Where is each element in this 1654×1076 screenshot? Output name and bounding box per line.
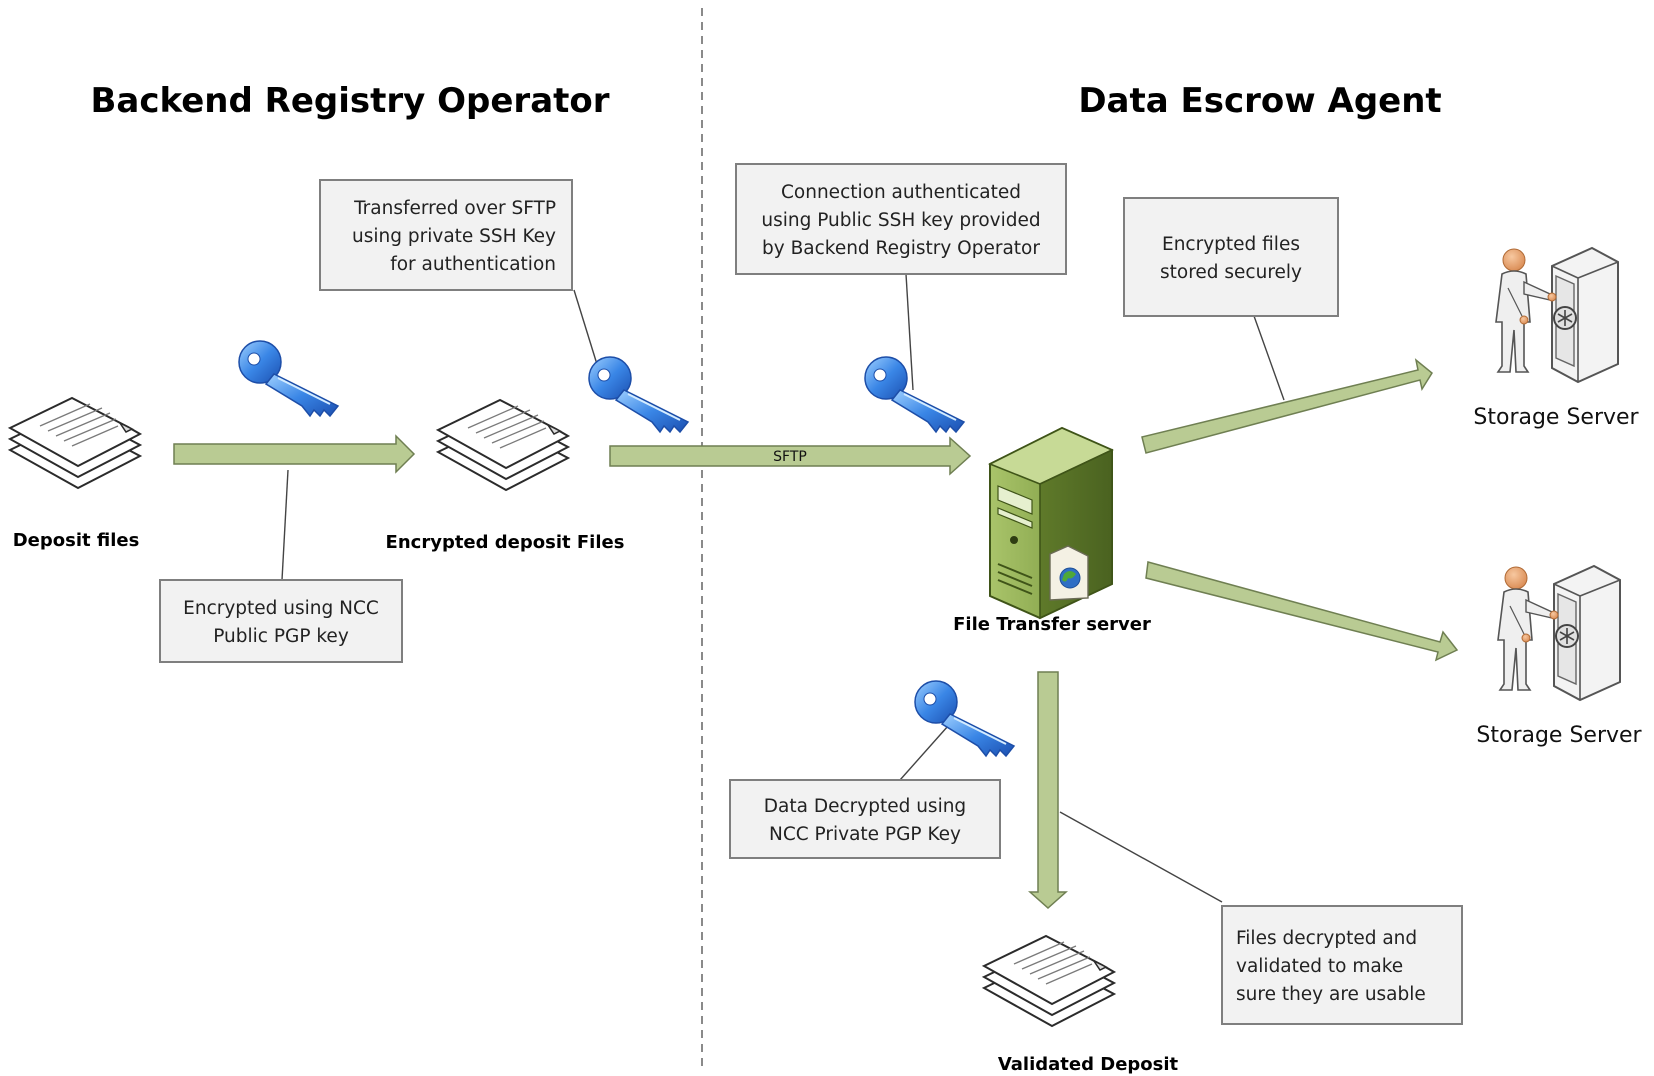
callout-data-decrypted: Data Decrypted using NCC Private PGP Key bbox=[729, 779, 1001, 859]
svg-text:for authentication: for authentication bbox=[390, 254, 556, 275]
svg-text:Data Decrypted using: Data Decrypted using bbox=[764, 796, 966, 817]
key-icon bbox=[864, 356, 965, 433]
arrow-to-validated-deposit bbox=[1028, 671, 1068, 910]
key-icon bbox=[588, 356, 689, 433]
person-at-vault-icon bbox=[1495, 247, 1619, 383]
encrypted-deposit-files-icon bbox=[437, 399, 569, 491]
callout-stored-securely: Encrypted files stored securely bbox=[1123, 197, 1339, 317]
leader-lines bbox=[281, 273, 1285, 903]
sftp-label: SFTP bbox=[773, 449, 807, 465]
svg-text:validated to make: validated to make bbox=[1236, 956, 1403, 977]
callout-transferred-over-sftp: Transferred over SFTP using private SSH … bbox=[319, 179, 573, 291]
svg-text:Transferred over SFTP: Transferred over SFTP bbox=[353, 198, 556, 219]
callout-encrypted-using-ncc: Encrypted using NCC Public PGP key bbox=[159, 579, 403, 663]
arrow-sftp-transfer: SFTP bbox=[609, 436, 972, 476]
svg-text:Connection authenticated: Connection authenticated bbox=[781, 182, 1021, 203]
key-icon bbox=[238, 340, 339, 417]
storage-server-2-label: Storage Server bbox=[1476, 723, 1642, 748]
encrypted-deposit-files-label: Encrypted deposit Files bbox=[386, 532, 625, 553]
deposit-files-label: Deposit files bbox=[13, 530, 140, 551]
arrow-to-storage-server-1 bbox=[1141, 358, 1433, 454]
validated-deposit-label: Validated Deposit bbox=[998, 1054, 1179, 1075]
svg-text:using private SSH Key: using private SSH Key bbox=[352, 226, 556, 247]
heading-data-escrow-agent: Data Escrow Agent bbox=[1078, 81, 1441, 121]
arrow-to-storage-server-2 bbox=[1145, 561, 1459, 662]
svg-text:Files decrypted and: Files decrypted and bbox=[1236, 928, 1417, 949]
heading-backend-registry-operator: Backend Registry Operator bbox=[90, 81, 609, 121]
arrow-deposit-to-encrypted bbox=[173, 434, 416, 474]
storage-server-1-label: Storage Server bbox=[1473, 405, 1639, 430]
deposit-files-icon bbox=[9, 397, 141, 489]
key-icon bbox=[914, 680, 1015, 757]
callout-connection-authenticated: Connection authenticated using Public SS… bbox=[735, 163, 1067, 275]
person-at-vault-icon bbox=[1497, 565, 1621, 701]
svg-text:Public PGP key: Public PGP key bbox=[213, 626, 349, 647]
svg-text:Encrypted files: Encrypted files bbox=[1162, 234, 1300, 255]
validated-deposit-icon bbox=[983, 935, 1115, 1027]
callout-files-decrypted-validated: Files decrypted and validated to make su… bbox=[1221, 905, 1463, 1025]
svg-text:NCC Private PGP Key: NCC Private PGP Key bbox=[769, 824, 961, 845]
svg-text:using Public SSH key provided: using Public SSH key provided bbox=[761, 210, 1040, 231]
svg-text:by Backend Registry Operator: by Backend Registry Operator bbox=[762, 238, 1040, 259]
svg-text:Encrypted using NCC: Encrypted using NCC bbox=[183, 598, 379, 619]
svg-text:stored securely: stored securely bbox=[1160, 262, 1302, 283]
server-icon bbox=[988, 426, 1114, 620]
svg-text:sure they are usable: sure they are usable bbox=[1236, 984, 1426, 1005]
file-transfer-server-label: File Transfer server bbox=[953, 614, 1151, 635]
